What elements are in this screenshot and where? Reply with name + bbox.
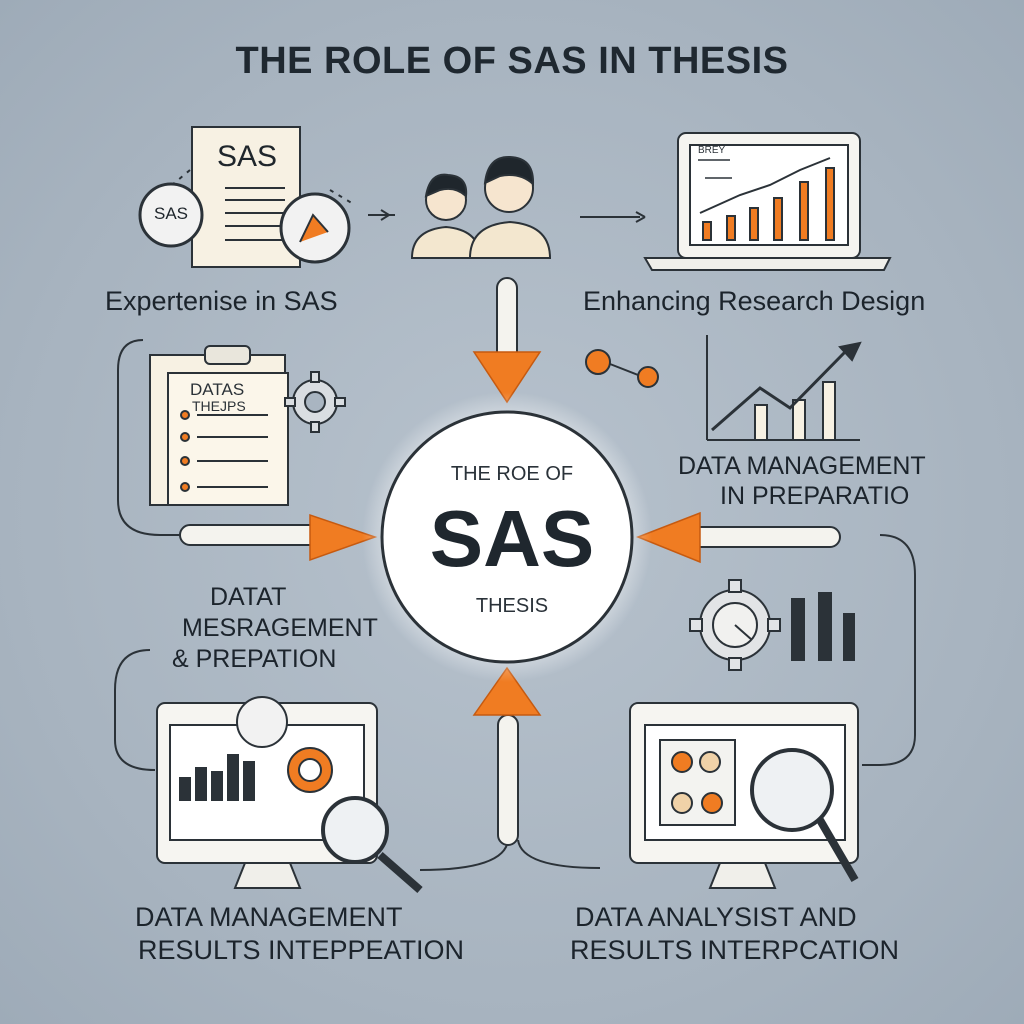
monitor-left-icon [156,696,423,894]
center-main-text: SAS [429,494,595,583]
center-bottom-text: THESIS [475,595,549,617]
center-top-text: THE ROE OF [450,463,574,485]
orange-arrows [309,351,701,716]
laptop-chart-icon [643,132,892,271]
clipboard-text-line2: THEJPS [192,398,246,414]
gear-icon [284,371,346,433]
researchers-icon [410,155,552,259]
caption-mid-left-1: DATAT [210,583,287,611]
bars-icon [791,592,855,661]
caption-data-management-2: IN PREPARATIO [720,482,910,510]
settings-gear-icon [689,579,781,671]
connector-lines [114,169,916,871]
clipboard-icon [149,345,289,506]
document-heading: SAS [216,140,278,173]
caption-bottom-left-1: DATA MANAGEMENT [135,902,403,932]
caption-mid-left-3: & PREPATION [172,645,337,673]
clipboard-text-line1: DATAS [190,380,245,399]
caption-mid-left-2: MESRAGEMENT [182,614,378,642]
sas-document-icon [138,126,351,268]
sas-badge-label: SAS [153,204,189,223]
caption-research-design: Enhancing Research Design [583,286,926,316]
caption-bottom-left-2: RESULTS INTEPPEATION [138,935,465,965]
caption-bottom-right-2: RESULTS INTERPCATION [570,935,900,965]
center-circle [380,410,634,664]
laptop-screen-text: BREY [698,145,726,156]
caption-bottom-right-1: DATA ANALYSIST AND [575,902,857,932]
growth-chart-icon [585,335,862,441]
caption-data-management-1: DATA MANAGEMENT [678,452,926,480]
monitor-right-icon [629,702,859,889]
caption-expertise: Expertenise in SAS [105,286,338,316]
page-title: THE ROLE OF SAS IN THESIS [235,40,789,82]
